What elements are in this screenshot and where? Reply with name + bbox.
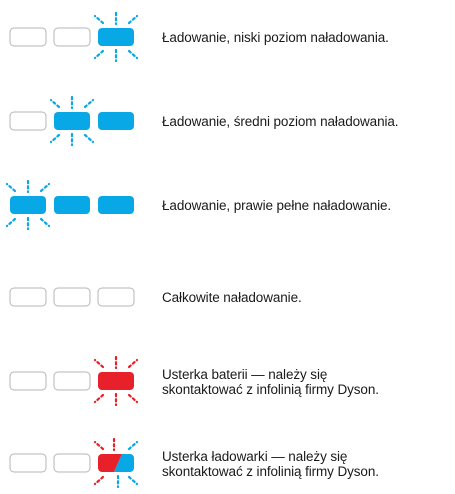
led-indicator-charging-almost-full [5, 179, 134, 231]
led-segment-1 [9, 27, 47, 47]
led-segment-2 [54, 112, 90, 130]
status-row-charger-fault: Usterka ładowarki — należy się skontakto… [0, 434, 455, 494]
led-segment-2 [53, 371, 91, 391]
status-row-battery-fault: Usterka baterii — należy się skontaktowa… [0, 352, 455, 412]
status-description-line: skontaktować z infolinią firmy Dyson. [162, 464, 379, 479]
status-row-charging-medium: Ładowanie, średni poziom naładowania. [0, 92, 455, 152]
status-description: Ładowanie, niski poziom naładowania. [162, 30, 389, 45]
flash-rays-icon [93, 11, 139, 63]
led-indicator-charger-fault [9, 437, 139, 489]
led-segment-1 [9, 371, 47, 391]
status-row-charging-low: Ładowanie, niski poziom naładowania. [0, 8, 455, 68]
led-segment-1 [9, 453, 47, 473]
led-segment-3 [98, 112, 134, 130]
led-indicator-charging-low [9, 11, 139, 63]
status-description: Usterka baterii — należy się skontaktowa… [162, 367, 452, 397]
status-description-line: Usterka baterii — należy się [162, 367, 328, 382]
led-segment-3 [98, 454, 134, 472]
flash-rays-icon [5, 179, 51, 231]
led-segment-1 [10, 196, 46, 214]
status-description: Usterka ładowarki — należy się skontakto… [162, 449, 452, 479]
status-description-line: Usterka ładowarki — należy się [162, 449, 348, 464]
led-segment-1 [9, 287, 47, 307]
status-row-charging-almost-full: Ładowanie, prawie pełne naładowanie. [0, 176, 455, 236]
status-description: Ładowanie, średni poziom naładowania. [162, 114, 399, 129]
led-segment-2 [53, 453, 91, 473]
flash-rays-icon [93, 355, 139, 407]
led-segment-2 [53, 27, 91, 47]
led-segment-2 [53, 287, 91, 307]
led-indicator-fully-charged [9, 287, 135, 307]
led-segment-3 [98, 372, 134, 390]
status-description: Ładowanie, prawie pełne naładowanie. [162, 198, 392, 213]
led-indicator-battery-fault [9, 355, 139, 407]
led-segment-1 [9, 111, 47, 131]
status-row-fully-charged: Całkowite naładowanie. [0, 268, 455, 328]
led-indicator-charging-medium [9, 95, 134, 147]
led-segment-2 [54, 196, 90, 214]
flash-rays-icon [93, 437, 139, 489]
status-description-line: skontaktować z infolinią firmy Dyson. [162, 382, 379, 397]
led-segment-3 [98, 28, 134, 46]
flash-rays-icon [49, 95, 95, 147]
status-description: Całkowite naładowanie. [162, 290, 302, 305]
led-segment-3 [97, 287, 135, 307]
led-segment-3 [98, 196, 134, 214]
